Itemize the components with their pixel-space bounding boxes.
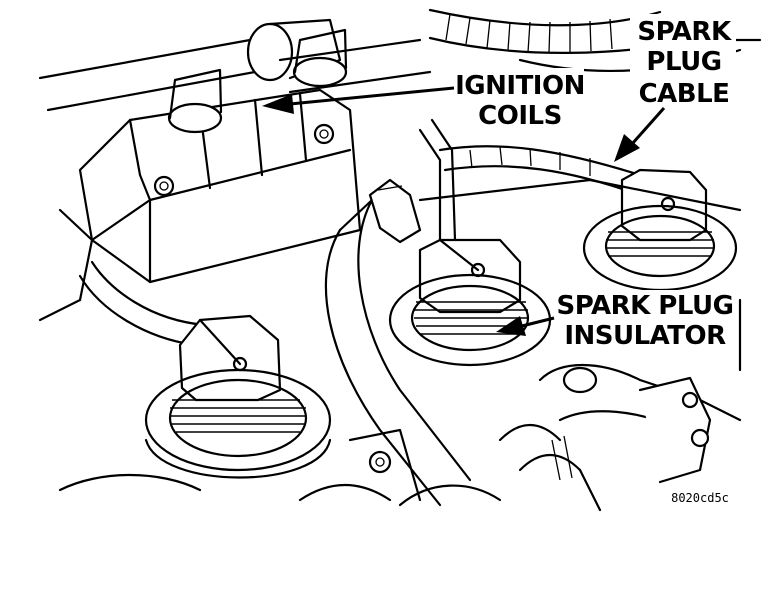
figure-code: 8020cd5c — [671, 491, 729, 505]
label-spark-plug-insulator-line2: INSULATOR — [564, 321, 726, 351]
arrow-ignition-coils — [262, 86, 455, 114]
center-hose — [324, 198, 472, 507]
arrow-spark-plug-insulator — [496, 316, 555, 336]
lower-bracket — [498, 364, 742, 512]
label-ignition-coils-line1: IGNITION — [455, 71, 585, 101]
cable-connector — [368, 118, 457, 244]
label-spark-plug-insulator: SPARK PLUG INSULATOR — [557, 291, 734, 351]
label-spark-plug-insulator-line1: SPARK PLUG — [557, 291, 734, 321]
label-spark-plug-cable-line2: PLUG — [646, 47, 721, 77]
left-spark-plug-well — [144, 368, 332, 479]
left-spark-plug-cable — [38, 260, 207, 347]
ignition-coil-block — [58, 28, 362, 302]
label-ignition-coils: IGNITION COILS — [455, 71, 585, 131]
label-spark-plug-cable: SPARK PLUG CABLE — [637, 17, 732, 109]
lower-bolt — [58, 298, 742, 507]
arrow-spark-plug-cable — [614, 107, 666, 162]
spark-plug-cable — [438, 145, 642, 197]
label-ignition-coils-line2: COILS — [478, 101, 562, 131]
label-spark-plug-cable-line3: CABLE — [639, 79, 730, 109]
label-spark-plug-cable-line1: SPARK — [637, 17, 732, 47]
